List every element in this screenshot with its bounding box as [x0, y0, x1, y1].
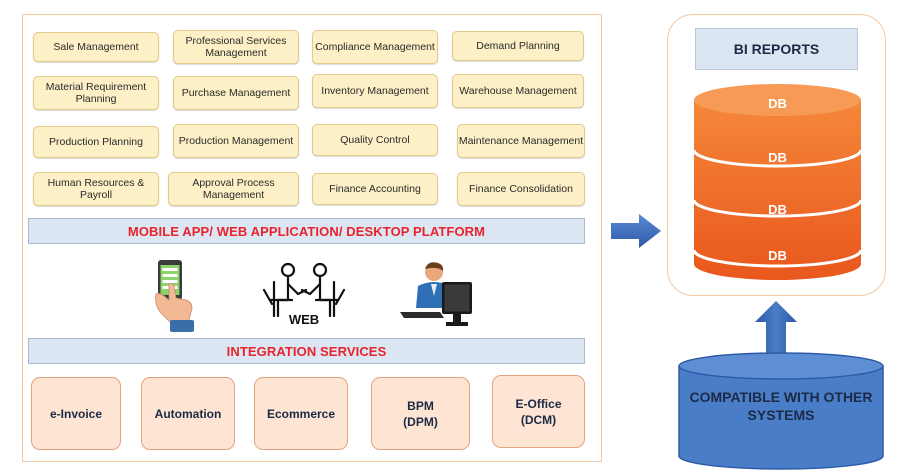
desktop-user-icon	[400, 262, 472, 326]
up-arrow-icon	[755, 301, 797, 355]
integration-banner: INTEGRATION SERVICES	[28, 338, 585, 364]
module-production-planning: Production Planning	[33, 126, 159, 158]
module-warehouse: Warehouse Management	[452, 74, 584, 108]
module-finance-consolidation: Finance Consolidation	[457, 172, 585, 206]
mobile-phone-icon	[155, 260, 194, 332]
compatible-systems: COMPATIBLE WITH OTHER SYSTEMS	[677, 352, 885, 470]
service-e-office: E-Office (DCM)	[492, 375, 585, 448]
module-purchase: Purchase Management	[173, 76, 299, 110]
module-production-management: Production Management	[173, 124, 299, 158]
db-layer-label: DB	[768, 248, 787, 263]
service-automation: Automation	[141, 377, 235, 450]
compatible-cylinder-icon	[678, 352, 884, 470]
module-compliance: Compliance Management	[312, 30, 438, 64]
service-ecommerce: Ecommerce	[254, 377, 348, 450]
service-e-invoice: e-Invoice	[31, 377, 121, 450]
module-approval-process: Approval Process Management	[168, 172, 299, 206]
database-stack: DB DB DB DB	[692, 82, 863, 282]
module-inventory: Inventory Management	[312, 74, 438, 108]
module-material-requirement: Material Requirement Planning	[33, 76, 159, 110]
module-demand-planning: Demand Planning	[452, 31, 584, 61]
module-professional-services: Professional Services Management	[173, 30, 299, 64]
right-arrow-icon	[611, 214, 661, 248]
module-sale-management: Sale Management	[33, 32, 159, 62]
bi-reports-label: BI REPORTS	[695, 28, 858, 70]
module-finance-accounting: Finance Accounting	[312, 173, 438, 205]
module-human-resources: Human Resources & Payroll	[33, 172, 159, 206]
db-layer-label: DB	[768, 96, 787, 111]
compatible-text: COMPATIBLE WITH OTHER SYSTEMS	[689, 389, 873, 423]
service-bpm: BPM (DPM)	[371, 377, 470, 450]
db-layer-label: DB	[768, 202, 787, 217]
db-layer-label: DB	[768, 150, 787, 165]
module-quality-control: Quality Control	[312, 124, 438, 156]
module-maintenance: Maintenance Management	[457, 124, 585, 158]
platform-banner: MOBILE APP/ WEB APPLICATION/ DESKTOP PLA…	[28, 218, 585, 244]
web-label: WEB	[289, 312, 319, 326]
web-users-icon: WEB	[262, 262, 346, 326]
database-cylinder-icon	[692, 84, 863, 280]
